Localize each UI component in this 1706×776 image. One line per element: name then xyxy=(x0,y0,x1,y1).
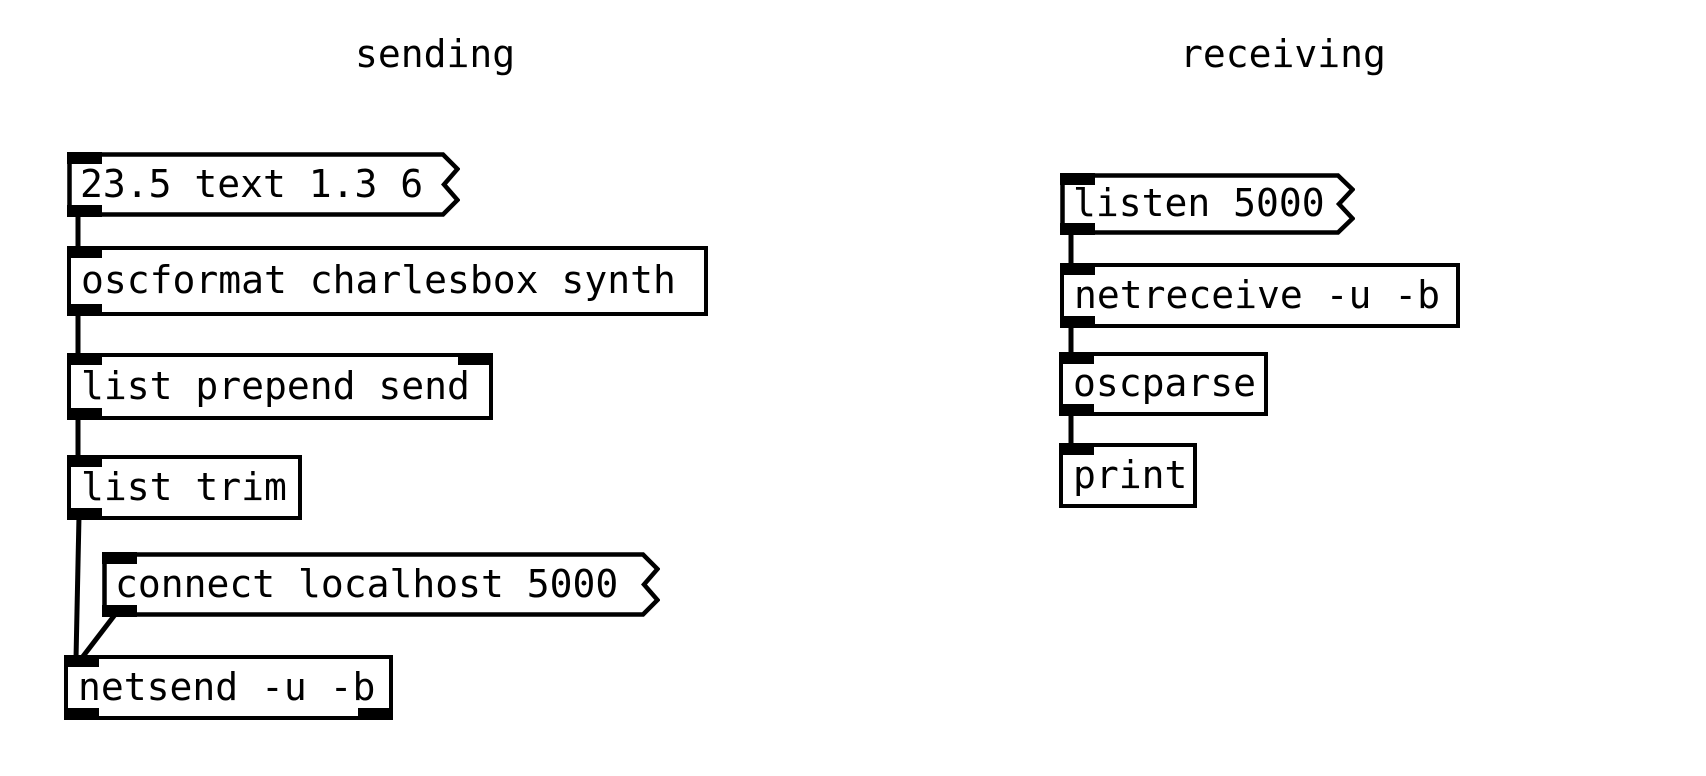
inlet-nub[interactable] xyxy=(1059,443,1094,455)
object-box-oscformat-label: oscformat charlesbox synth xyxy=(81,258,676,303)
outlet-nub-right[interactable] xyxy=(358,708,393,720)
message-box-flag-outline xyxy=(67,152,460,217)
message-box-connect[interactable]: connect localhost 5000 xyxy=(102,552,660,617)
inlet-nub[interactable] xyxy=(67,246,102,258)
inlet-nub[interactable] xyxy=(67,353,102,365)
outlet-nub[interactable] xyxy=(1060,223,1095,235)
inlet-nub[interactable] xyxy=(67,152,102,164)
message-box-flag-outline xyxy=(102,552,660,617)
message-box-osc-values[interactable]: 23.5 text 1.3 6 xyxy=(67,152,460,217)
object-box-list-prepend[interactable]: list prepend send xyxy=(67,353,493,420)
object-box-netreceive[interactable]: netreceive -u -b xyxy=(1060,263,1460,328)
message-box-listen[interactable]: listen 5000 xyxy=(1060,173,1355,235)
outlet-nub[interactable] xyxy=(67,508,102,520)
comment-receiving: receiving xyxy=(1180,32,1386,76)
outlet-nub[interactable] xyxy=(64,708,99,720)
object-box-list-trim-label: list trim xyxy=(81,464,287,509)
inlet-nub-right[interactable] xyxy=(458,353,493,365)
inlet-nub[interactable] xyxy=(1059,352,1094,364)
outlet-nub[interactable] xyxy=(102,605,137,617)
object-box-print-label: print xyxy=(1073,452,1188,497)
outlet-nub[interactable] xyxy=(67,304,102,316)
object-box-oscparse[interactable]: oscparse xyxy=(1059,352,1268,416)
object-box-list-trim[interactable]: list trim xyxy=(67,455,302,520)
inlet-nub[interactable] xyxy=(67,455,102,467)
message-box-osc-values-label: 23.5 text 1.3 6 xyxy=(80,161,424,206)
object-box-netreceive-label: netreceive -u -b xyxy=(1074,272,1441,317)
cord-listtrim-to-netsend[interactable] xyxy=(73,515,82,660)
comment-sending: sending xyxy=(355,32,516,76)
outlet-nub[interactable] xyxy=(67,408,102,420)
object-box-list-prepend-label: list prepend send xyxy=(81,363,470,408)
outlet-nub[interactable] xyxy=(1060,316,1095,328)
message-box-connect-label: connect localhost 5000 xyxy=(115,561,619,606)
outlet-nub[interactable] xyxy=(1059,404,1094,416)
object-box-netsend-label: netsend -u -b xyxy=(78,664,376,709)
outlet-nub[interactable] xyxy=(67,205,102,217)
inlet-nub[interactable] xyxy=(64,655,99,667)
inlet-nub[interactable] xyxy=(1060,263,1095,275)
object-box-oscparse-label: oscparse xyxy=(1073,361,1257,406)
cord-connect-to-netsend[interactable] xyxy=(79,610,119,661)
message-box-listen-label: listen 5000 xyxy=(1073,181,1325,226)
message-box-flag-outline xyxy=(1060,173,1355,235)
object-box-print[interactable]: print xyxy=(1059,443,1197,508)
inlet-nub[interactable] xyxy=(102,552,137,564)
object-box-netsend[interactable]: netsend -u -b xyxy=(64,655,393,720)
object-box-oscformat[interactable]: oscformat charlesbox synth xyxy=(67,246,708,316)
inlet-nub[interactable] xyxy=(1060,173,1095,185)
